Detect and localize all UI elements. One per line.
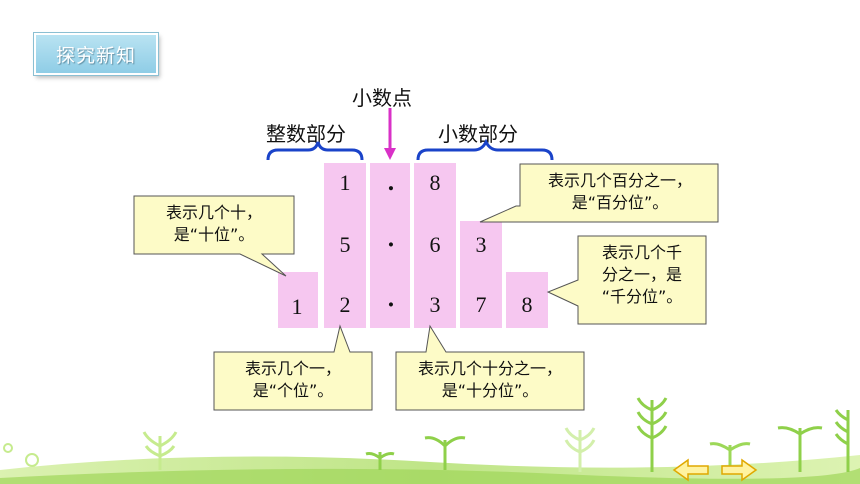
next-arrow-icon[interactable] xyxy=(721,458,758,482)
callout-line: 表示几个一， xyxy=(244,359,341,378)
callout-line: 分之一，是 xyxy=(601,265,682,284)
callout-tens-text: 表示几个十， 是“十位”。 xyxy=(138,202,290,246)
decimal-point: . xyxy=(387,170,395,196)
callout-ones-text: 表示几个一， 是“个位”。 xyxy=(216,358,370,402)
digit: 7 xyxy=(475,292,487,317)
callout-line: 表示几个十， xyxy=(165,203,262,222)
column-thousandths xyxy=(506,272,548,328)
decimal-point-label: 小数点 xyxy=(352,86,412,110)
column-point xyxy=(370,163,410,328)
callout-tenths-box xyxy=(395,324,585,411)
callout-line: “千分位”。 xyxy=(601,287,683,306)
digit: 8 xyxy=(429,170,441,195)
callout-hundredths-box xyxy=(479,163,719,223)
column-ones xyxy=(324,163,366,328)
callout-line: 表示几个百分之一， xyxy=(547,171,692,190)
column-tenths xyxy=(414,163,456,328)
prev-arrow-icon[interactable] xyxy=(672,458,709,482)
callout-thousandths-box xyxy=(546,235,707,325)
callout-ones-box xyxy=(213,324,373,411)
digit: 3 xyxy=(429,292,441,317)
column-tens xyxy=(278,272,318,328)
callout-hundredths-text: 表示几个百分之一， 是“百分位”。 xyxy=(522,170,718,214)
callout-line: 表示几个千 xyxy=(601,243,682,262)
digit: 2 xyxy=(339,292,351,317)
callout-line: 是“个位”。 xyxy=(252,381,334,400)
callout-line: 是“十分位”。 xyxy=(441,381,539,400)
callout-tenths-text: 表示几个十分之一， 是“十分位”。 xyxy=(396,358,584,402)
decimal-point: · xyxy=(387,292,395,318)
digit: 5 xyxy=(339,232,351,257)
arrow-down-icon xyxy=(384,108,396,160)
callout-tens-box xyxy=(133,195,295,277)
decimal-part-label: 小数部分 xyxy=(438,122,518,146)
integer-bracket xyxy=(266,141,364,161)
callout-line: 表示几个十分之一， xyxy=(417,359,562,378)
callout-line: 是“百分位”。 xyxy=(571,193,669,212)
digit: 1 xyxy=(291,294,303,319)
integer-part-label: 整数部分 xyxy=(266,122,346,146)
callout-thousandths-text: 表示几个千 分之一，是 “千分位”。 xyxy=(580,242,704,308)
callout-line: 是“十位”。 xyxy=(173,225,255,244)
digit: 1 xyxy=(339,170,351,195)
decimal-bracket xyxy=(416,138,554,161)
decimal-point: · xyxy=(387,232,395,258)
section-tag: 探究新知 xyxy=(34,33,158,75)
column-hundredths xyxy=(460,221,502,328)
digit: 6 xyxy=(429,232,441,257)
digit: 8 xyxy=(521,292,533,317)
digit: 3 xyxy=(475,232,487,257)
